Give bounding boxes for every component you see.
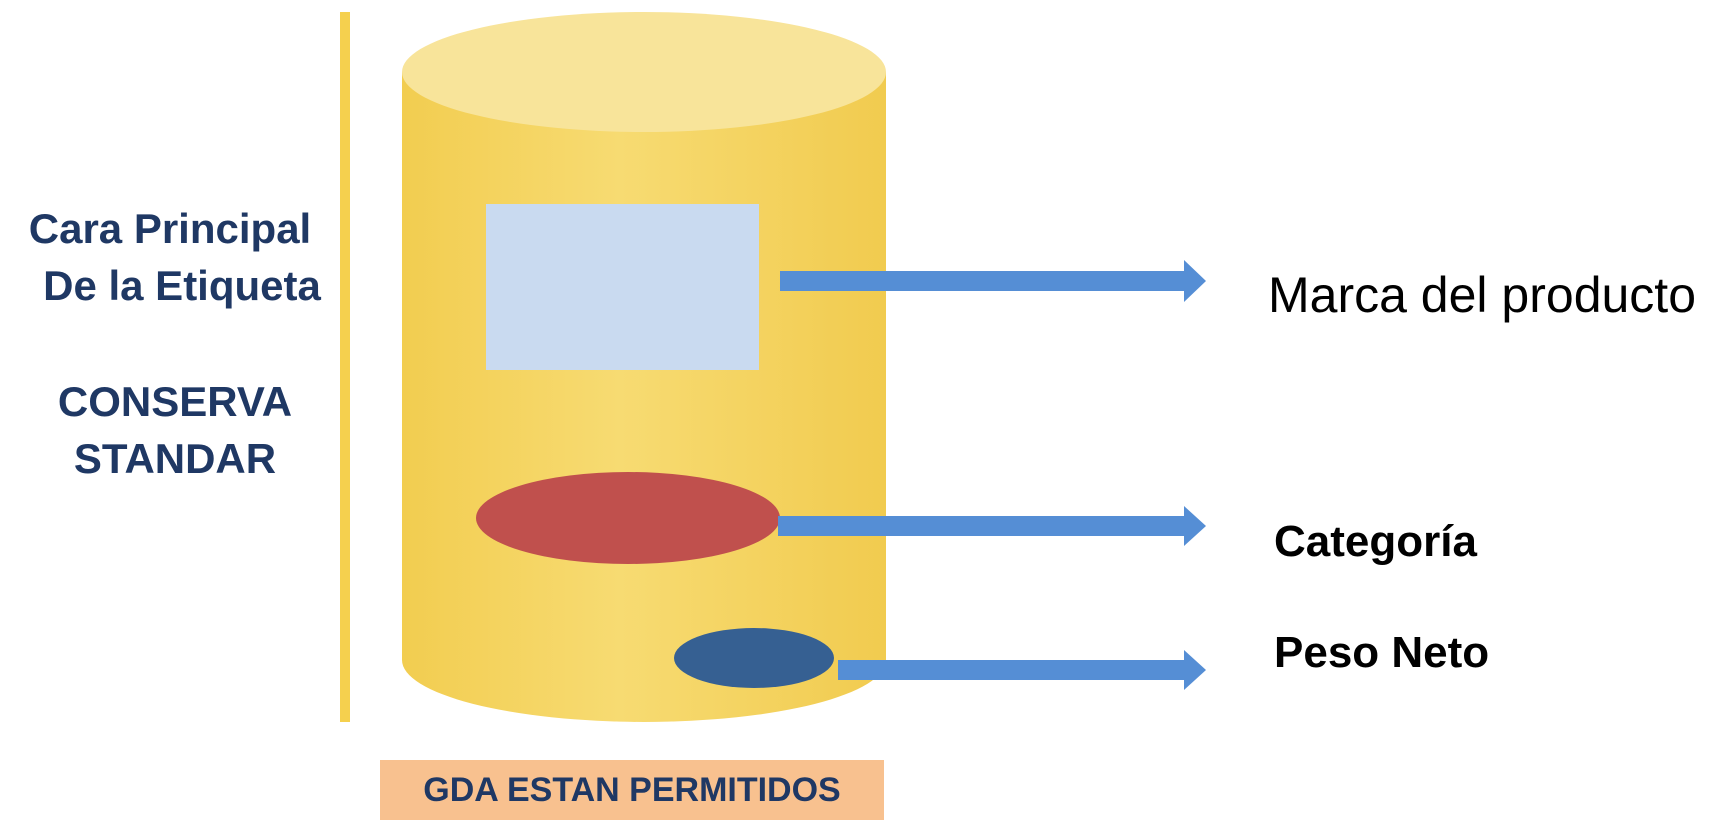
brand-arrow	[780, 260, 1206, 302]
heading-line-2: De la Etiqueta	[43, 262, 321, 309]
net-weight-oval	[674, 628, 834, 688]
category-arrow	[778, 506, 1206, 546]
category-oval	[476, 472, 780, 564]
brand-panel	[486, 204, 759, 370]
can-top	[402, 12, 886, 132]
subtitle-line-2: STANDAR	[73, 435, 277, 482]
subtitle-line-1: CONSERVA	[57, 378, 293, 425]
category-label: Categoría	[1274, 517, 1477, 566]
can-body	[402, 72, 886, 722]
vertical-divider	[340, 12, 350, 722]
net-weight-arrow	[838, 650, 1206, 690]
brand-label: Marca del producto	[1268, 267, 1697, 323]
heading-line-1: Cara Principal	[28, 205, 312, 252]
footer-note: GDA ESTAN PERMITIDOS	[423, 770, 841, 809]
footer-note-box: GDA ESTAN PERMITIDOS	[380, 760, 884, 820]
net-weight-label: Peso Neto	[1274, 628, 1490, 677]
